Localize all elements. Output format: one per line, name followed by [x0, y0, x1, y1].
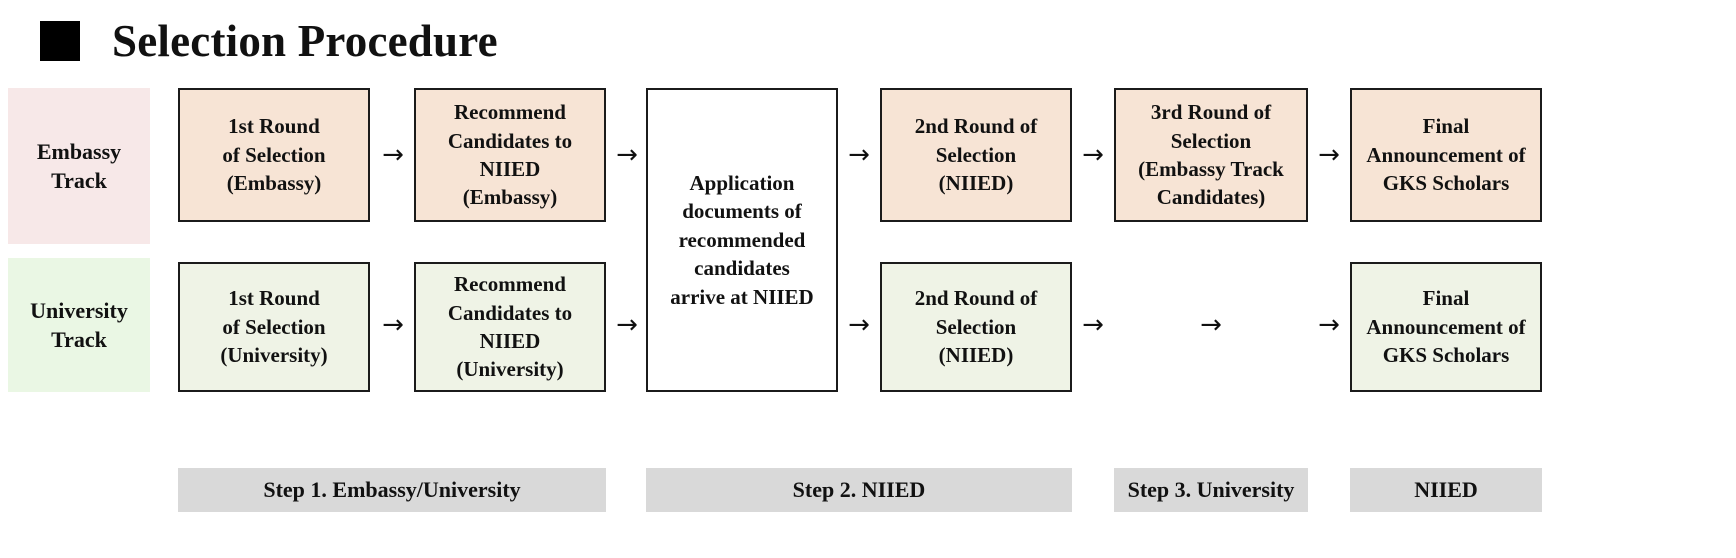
arrow-embassy-5: →: [1318, 140, 1340, 170]
step-bar-4: NIIED: [1350, 468, 1542, 512]
arrow-embassy-4: →: [1082, 140, 1104, 170]
arrow-university-4: →: [1082, 310, 1104, 340]
step-bar-2: Step 2. NIIED: [646, 468, 1072, 512]
step-bar-3: Step 3. University: [1114, 468, 1308, 512]
step-bar-1: Step 1. Embassy/University: [178, 468, 606, 512]
arrow-university-3: →: [848, 310, 870, 340]
page-title: Selection Procedure: [40, 10, 498, 72]
step-bar-1-label: Step 1. Embassy/University: [263, 477, 521, 502]
step-bar-4-label: NIIED: [1414, 477, 1478, 502]
page-title-text: Selection Procedure: [112, 15, 498, 66]
step-bar-3-label: Step 3. University: [1127, 477, 1295, 502]
arrow-university-5: →: [1200, 310, 1222, 340]
black-square-bullet-icon: [40, 21, 80, 61]
arrow-university-1: →: [382, 310, 404, 340]
arrow-embassy-2: →: [616, 140, 638, 170]
arrow-university-2: →: [616, 310, 638, 340]
step-bar-2-label: Step 2. NIIED: [792, 477, 926, 502]
arrow-embassy-3: →: [848, 140, 870, 170]
arrow-embassy-1: →: [382, 140, 404, 170]
arrow-university-6: →: [1318, 310, 1340, 340]
